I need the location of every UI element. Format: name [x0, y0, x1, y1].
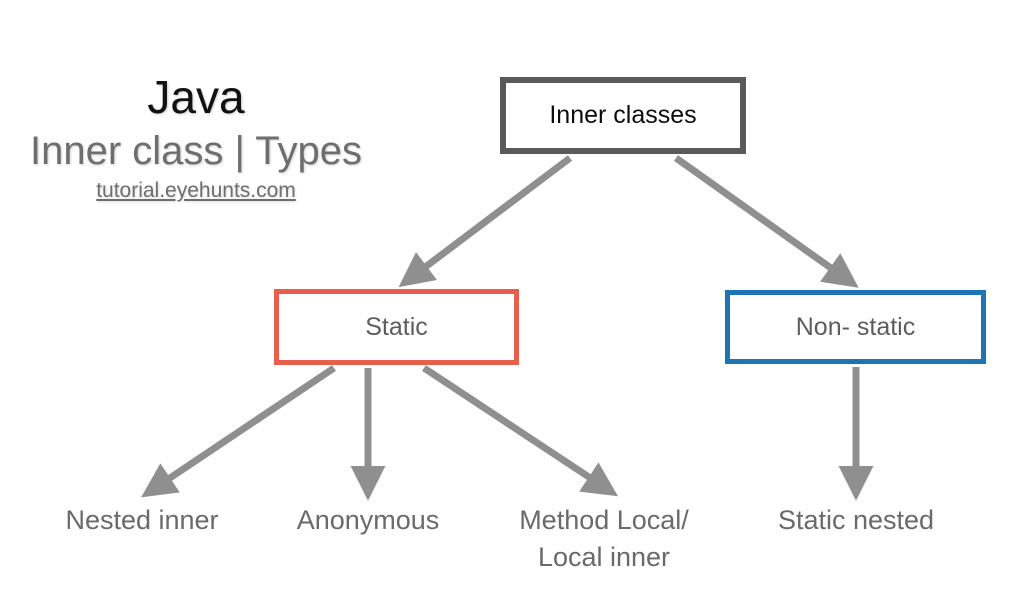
edge-static-to-nested-inner — [141, 365, 336, 498]
page-title: Java — [147, 71, 245, 123]
node-static-label: Static — [365, 312, 428, 341]
edge-root-to-nonstatic — [673, 155, 859, 288]
leaf-method-local-local-inner: Method Local/ Local inner — [519, 505, 689, 572]
node-inner-classes-label: Inner classes — [549, 101, 697, 129]
node-non-static-label: Non- static — [795, 312, 916, 341]
title-block: Java Inner class | Types tutorial.eyehun… — [0, 68, 392, 206]
leaf-nested-inner: Nested inner — [65, 505, 219, 535]
page-subtitle: Inner class | Types — [29, 129, 363, 173]
leaf-anonymous: Anonymous — [296, 505, 440, 535]
node-static: Static — [274, 289, 519, 365]
node-inner-classes: Inner classes — [500, 77, 746, 154]
site-url: tutorial.eyehunts.com — [96, 179, 296, 202]
leaf-static-nested: Static nested — [777, 505, 935, 535]
edge-static-to-method-local — [422, 365, 619, 497]
node-non-static: Non- static — [725, 290, 986, 364]
edge-root-to-static — [398, 155, 573, 288]
